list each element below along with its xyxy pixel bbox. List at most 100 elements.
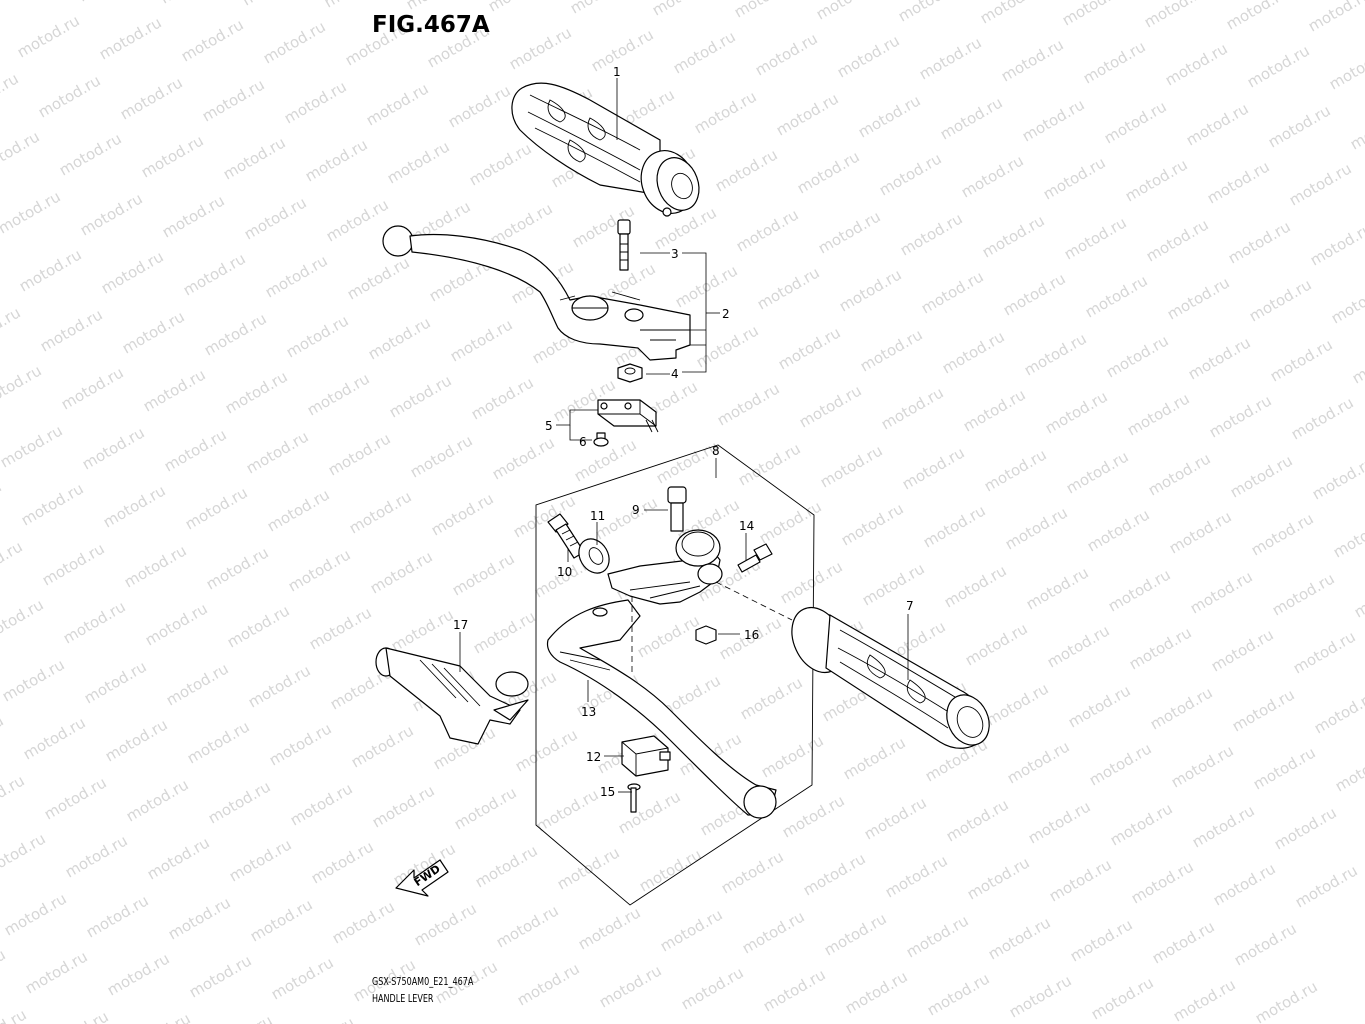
watermark-text: motod.ru bbox=[363, 79, 432, 129]
watermark-text: motod.ru bbox=[903, 911, 972, 961]
callout-5: 5 bbox=[545, 419, 553, 433]
watermark-text: motod.ru bbox=[241, 193, 310, 243]
assembly-line bbox=[715, 581, 793, 621]
watermark-text: motod.ru bbox=[1149, 917, 1218, 967]
watermark-text: motod.ru bbox=[247, 895, 316, 945]
part-1-throttle-grip bbox=[511, 82, 700, 217]
watermark-text: motod.ru bbox=[83, 891, 152, 941]
watermark-text: motod.ru bbox=[998, 35, 1067, 85]
watermark-text: motod.ru bbox=[796, 381, 865, 431]
watermark-text: motod.ru bbox=[1025, 797, 1094, 847]
watermark-text: motod.ru bbox=[407, 431, 476, 481]
watermark-text: motod.ru bbox=[207, 1011, 276, 1024]
watermark-text: motod.ru bbox=[102, 715, 171, 765]
watermark-text: motod.ru bbox=[773, 89, 842, 139]
watermark-text: motod.ru bbox=[878, 383, 947, 433]
watermark-text: motod.ru bbox=[1126, 623, 1195, 673]
leader-lines bbox=[459, 78, 909, 793]
watermark-text: motod.ru bbox=[1023, 563, 1092, 613]
part-15-screw bbox=[627, 783, 641, 813]
watermark-text: motod.ru bbox=[41, 773, 110, 823]
watermark-text: motod.ru bbox=[260, 17, 329, 67]
watermark-text: motod.ru bbox=[1250, 743, 1319, 793]
watermark-text: motod.ru bbox=[22, 947, 91, 997]
watermark-text: motod.ru bbox=[1183, 99, 1252, 149]
watermark-text: motod.ru bbox=[1267, 335, 1336, 385]
watermark-text: motod.ru bbox=[506, 23, 575, 73]
watermark-text: motod.ru bbox=[1290, 627, 1359, 677]
watermark-text: motod.ru bbox=[451, 783, 520, 833]
watermark-text: motod.ru bbox=[752, 29, 821, 79]
watermark-text: motod.ru bbox=[0, 127, 43, 177]
watermark-text: motod.ru bbox=[1145, 449, 1214, 499]
watermark-text: motod.ru bbox=[1143, 215, 1212, 265]
watermark-text: motod.ru bbox=[512, 725, 581, 775]
part-16-nut bbox=[695, 625, 717, 645]
callout-15: 15 bbox=[600, 785, 615, 799]
watermark-text: motod.ru bbox=[445, 81, 514, 131]
part-7-handle-grip bbox=[791, 606, 990, 749]
watermark-text: motod.ru bbox=[1271, 803, 1340, 853]
part-2-brake-lever bbox=[382, 225, 691, 361]
watermark-text: motod.ru bbox=[941, 561, 1010, 611]
watermark-text: motod.ru bbox=[1105, 565, 1174, 615]
watermark-text: motod.ru bbox=[939, 327, 1008, 377]
watermark-text: motod.ru bbox=[0, 1005, 30, 1024]
watermark-text: motod.ru bbox=[731, 0, 800, 21]
watermark-text: motod.ru bbox=[1042, 387, 1111, 437]
watermark-text: motod.ru bbox=[1124, 389, 1193, 439]
watermark-text: motod.ru bbox=[20, 713, 89, 763]
watermark-text: motod.ru bbox=[468, 373, 537, 423]
model-code: GSX-S750AM0_E21_467A bbox=[372, 976, 474, 988]
watermark-text: motod.ru bbox=[1223, 0, 1292, 33]
watermark-text: motod.ru bbox=[285, 545, 354, 595]
watermark-text: motod.ru bbox=[777, 557, 846, 607]
watermark-text: motod.ru bbox=[1269, 569, 1338, 619]
watermark-text: motod.ru bbox=[1147, 683, 1216, 733]
watermark-text: motod.ru bbox=[43, 1007, 112, 1024]
part-4-nut bbox=[617, 363, 643, 383]
watermark-text: motod.ru bbox=[56, 129, 125, 179]
watermark-text: motod.ru bbox=[224, 601, 293, 651]
part-12-switch bbox=[621, 735, 671, 777]
watermark-text: motod.ru bbox=[1351, 571, 1365, 621]
watermark-text: motod.ru bbox=[1044, 621, 1113, 671]
callout-8: 8 bbox=[712, 444, 720, 458]
watermark-text: motod.ru bbox=[142, 599, 211, 649]
watermark-text: motod.ru bbox=[1210, 859, 1279, 909]
watermark-text: motod.ru bbox=[920, 501, 989, 551]
watermark-text: motod.ru bbox=[466, 139, 535, 189]
watermark-text: motod.ru bbox=[636, 845, 705, 895]
watermark-text: motod.ru bbox=[205, 777, 274, 827]
watermark-text: motod.ru bbox=[960, 385, 1029, 435]
watermark-text: motod.ru bbox=[262, 251, 331, 301]
watermark-text: motod.ru bbox=[775, 323, 844, 373]
watermark-text: motod.ru bbox=[1204, 157, 1273, 207]
watermark-text: motod.ru bbox=[411, 899, 480, 949]
watermark-text: motod.ru bbox=[1006, 971, 1075, 1021]
figure-name: HANDLE LEVER bbox=[372, 993, 434, 1005]
watermark-text: motod.ru bbox=[714, 379, 783, 429]
callout-9: 9 bbox=[632, 503, 640, 517]
watermark-text: motod.ru bbox=[1021, 329, 1090, 379]
watermark-text: motod.ru bbox=[1185, 333, 1254, 383]
part-6-screw bbox=[593, 432, 609, 447]
watermark-text: motod.ru bbox=[876, 149, 945, 199]
watermark-text: motod.ru bbox=[737, 673, 806, 723]
watermark-text: motod.ru bbox=[962, 619, 1031, 669]
watermark-text: motod.ru bbox=[144, 833, 213, 883]
watermark-text: motod.ru bbox=[201, 309, 270, 359]
callout-11: 11 bbox=[590, 509, 605, 523]
watermark-text: motod.ru bbox=[79, 423, 148, 473]
watermark-text: motod.ru bbox=[281, 77, 350, 127]
watermark-text: motod.ru bbox=[596, 961, 665, 1011]
part-17-lever-holder bbox=[375, 647, 529, 745]
watermark-text: motod.ru bbox=[0, 303, 24, 353]
watermark-text: motod.ru bbox=[289, 1013, 358, 1024]
watermark-text: motod.ru bbox=[0, 243, 3, 293]
watermark-text: motod.ru bbox=[800, 849, 869, 899]
watermark-text: motod.ru bbox=[62, 831, 131, 881]
watermark-text: motod.ru bbox=[199, 75, 268, 125]
watermark-text: motod.ru bbox=[344, 253, 413, 303]
